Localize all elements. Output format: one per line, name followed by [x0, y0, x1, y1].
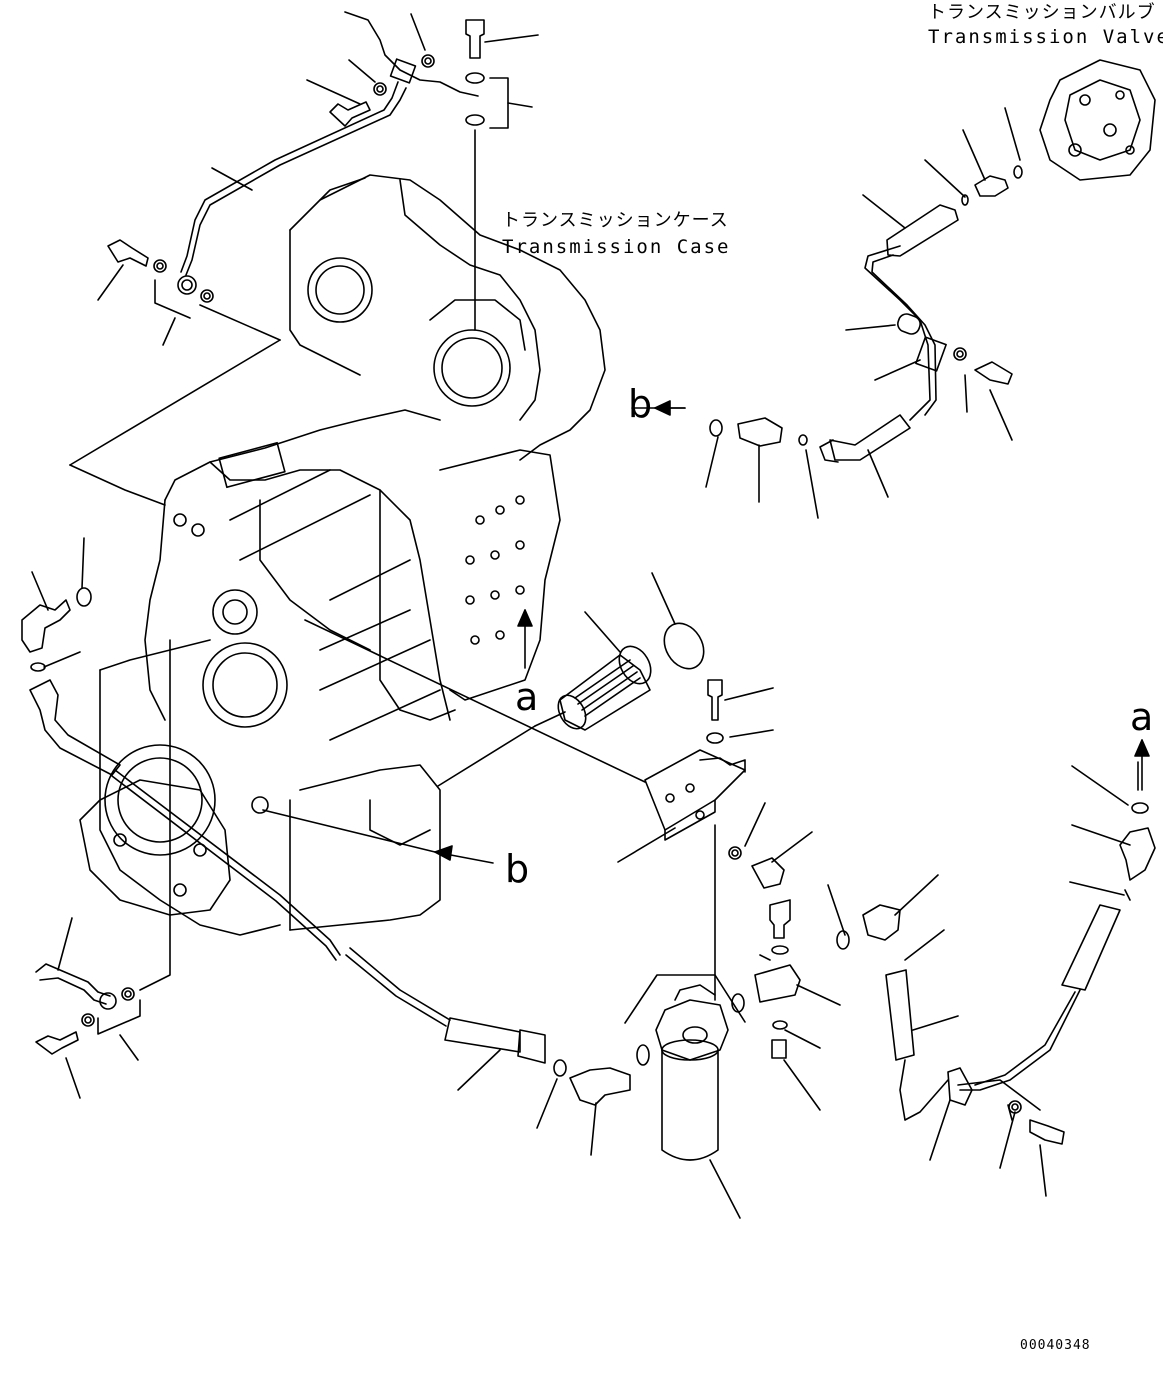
arrow-b-top: [654, 400, 686, 416]
arrow-a-right: [1134, 739, 1150, 791]
marker-b-bottom: b: [505, 847, 530, 891]
filter-bracket-drawing: [617, 679, 813, 889]
left-hose-assembly: [21, 537, 631, 1156]
marker-a-right: a: [1130, 695, 1154, 739]
bottom-left-pipe: [35, 304, 281, 1099]
filter-element-drawing: [534, 572, 705, 731]
arrow-a-mid: [517, 609, 533, 669]
valve-label-en: Transmission Valve: [928, 26, 1163, 48]
case-label-en: Transmission Case: [502, 236, 731, 258]
marker-b-top: b: [628, 382, 653, 426]
valve-label-jp: トランスミッションバルブ: [928, 2, 1156, 23]
transmission-case-drawing: [79, 174, 606, 936]
case-label-jp: トランスミッションケース: [502, 210, 729, 231]
arrow-b-bottom: [434, 845, 494, 864]
right-hose-assembly: [754, 761, 1156, 1197]
reference-lines: [262, 619, 646, 853]
top-pipe-assembly: [97, 11, 539, 346]
transmission-valve-drawing: [631, 59, 1156, 519]
drawing-number: 00040348: [1020, 1338, 1091, 1353]
marker-a-mid: a: [515, 675, 539, 719]
filter-canister-drawing: [624, 824, 746, 1219]
